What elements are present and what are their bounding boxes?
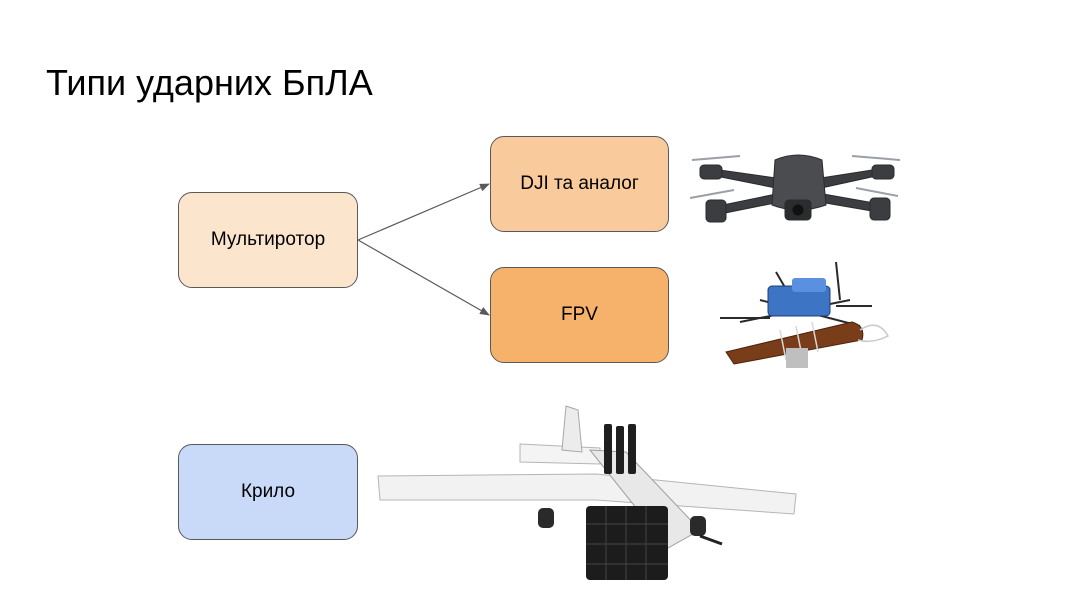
arrow-to-fpv (357, 239, 490, 316)
node-wing: Крило (178, 444, 358, 540)
node-wing-label: Крило (240, 481, 296, 502)
node-dji: DJI та аналог (490, 136, 669, 232)
node-fpv: FPV (490, 267, 669, 363)
node-fpv-label: FPV (561, 304, 598, 325)
node-dji-label: DJI та аналог (520, 173, 639, 194)
arrow-to-dji (357, 183, 490, 241)
slide-title: Типи ударних БпЛА (46, 62, 373, 103)
node-multirotor-label: Мультиротор (210, 229, 326, 250)
node-multirotor: Мультиротор (178, 192, 358, 288)
